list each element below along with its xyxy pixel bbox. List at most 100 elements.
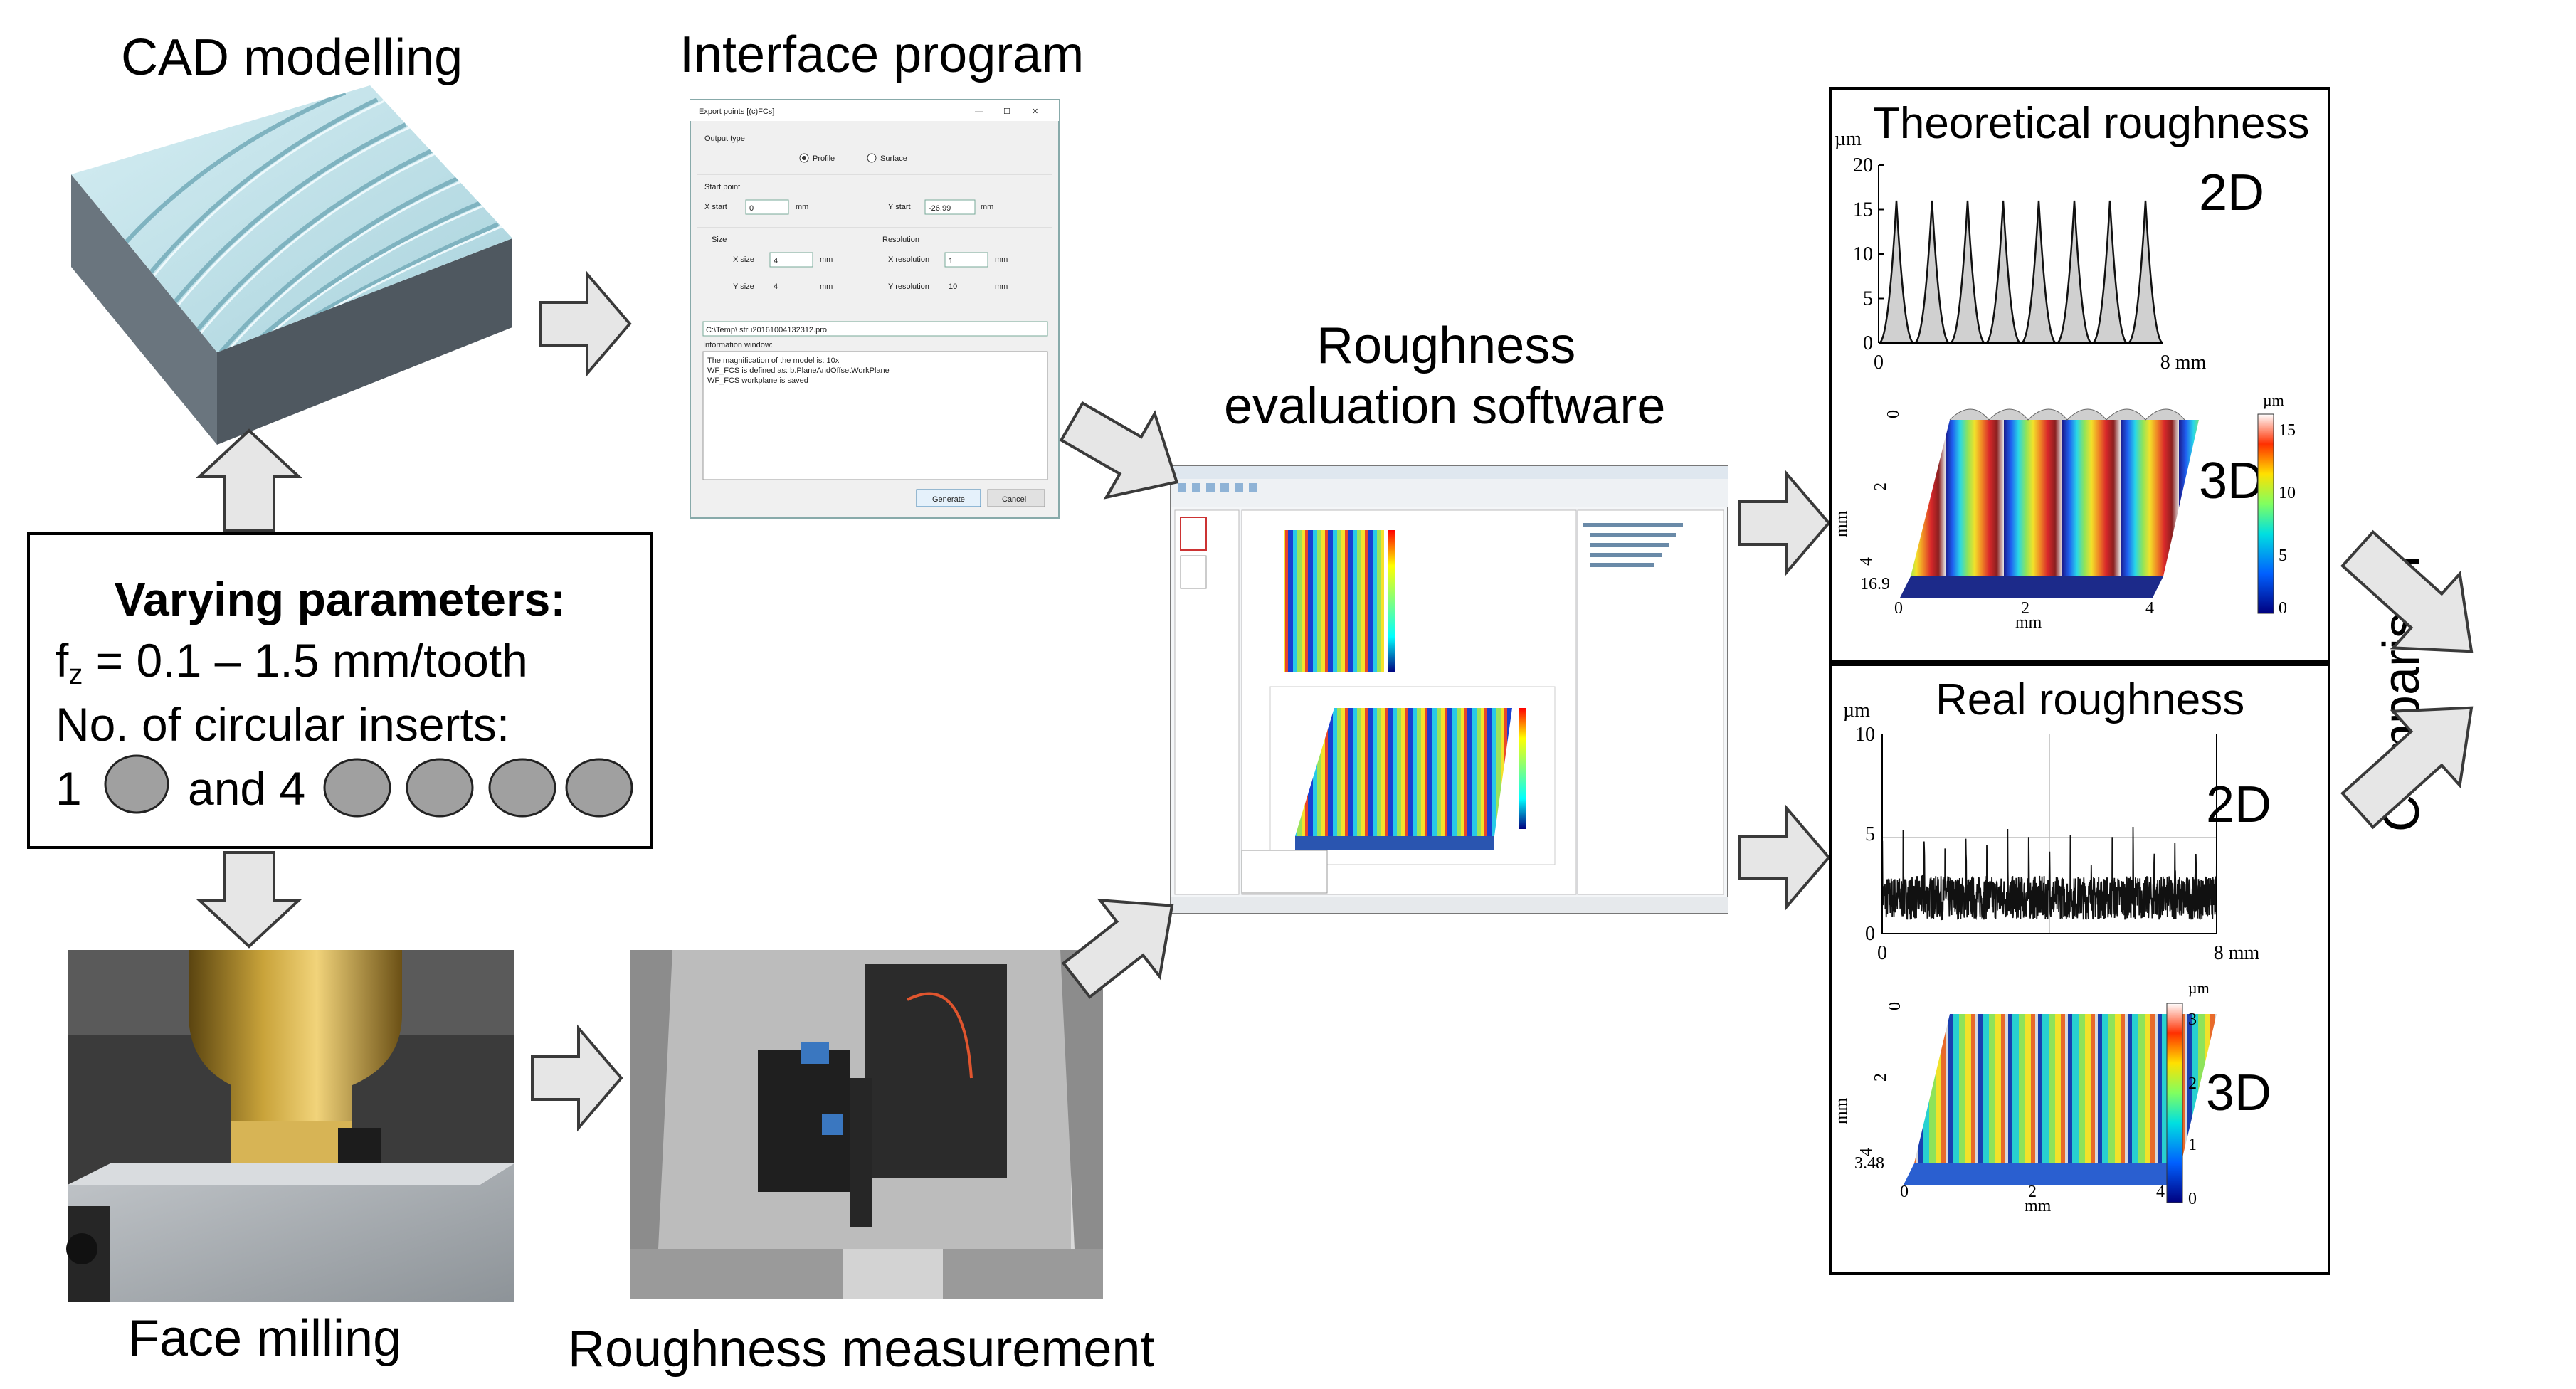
output-type-label: Output type	[704, 134, 745, 143]
svg-text:—: —	[975, 107, 983, 116]
svg-text:4: 4	[774, 257, 778, 265]
svg-text:µm: µm	[2188, 979, 2210, 997]
theoretical-y-unit: µm	[1835, 128, 1862, 150]
svg-text:0: 0	[1894, 599, 1903, 618]
roughness-measurement-label: Roughness measurement	[568, 1321, 1155, 1378]
svg-text:WF_FCS is defined as: b.PlaneA: WF_FCS is defined as: b.PlaneAndOffsetWo…	[707, 366, 890, 375]
real-surf-height: 3.48	[1854, 1154, 1884, 1173]
real-3d-label: 3D	[2206, 1065, 2272, 1121]
svg-text:mm: mm	[820, 255, 833, 264]
theo-surf-mm-y: mm	[1832, 510, 1851, 537]
theo-y-tick: 20	[1853, 154, 1873, 176]
svg-text:15: 15	[2279, 421, 2296, 440]
arrow-milling-to-measurement	[531, 1024, 623, 1132]
roughness-software-screenshot	[1170, 465, 1728, 914]
profile-option: Profile	[813, 154, 835, 163]
svg-text:1: 1	[949, 257, 953, 265]
insert-count-one: 1	[56, 762, 82, 815]
theo-y-tick: 0	[1863, 332, 1873, 354]
svg-text:X start: X start	[704, 203, 727, 211]
svg-text:Y start: Y start	[888, 203, 911, 211]
dialog-close-icon: ✕	[1032, 107, 1038, 116]
theo-surf-height: 16.9	[1860, 575, 1890, 593]
svg-text:µm: µm	[2263, 391, 2284, 409]
real-y-unit: µm	[1843, 699, 1870, 722]
roughness-measurement-photo	[630, 950, 1103, 1299]
svg-text:0: 0	[2188, 1190, 2197, 1208]
svg-text:0: 0	[1884, 410, 1903, 418]
svg-text:Resolution: Resolution	[882, 236, 919, 244]
svg-text:4: 4	[1857, 1148, 1876, 1156]
svg-text:Size: Size	[712, 236, 727, 244]
svg-text:4: 4	[2145, 599, 2154, 618]
arrow-measurement-to-software	[1061, 898, 1174, 999]
svg-text:WF_FCS workplane is saved: WF_FCS workplane is saved	[707, 376, 808, 385]
svg-text:4: 4	[1857, 557, 1876, 566]
inserts-label: No. of circular inserts:	[56, 698, 510, 751]
svg-text:mm: mm	[995, 282, 1008, 291]
svg-text:mm: mm	[995, 255, 1008, 264]
software-label-line1: Roughness	[1316, 317, 1576, 374]
cancel-button: Cancel	[1002, 495, 1026, 504]
generate-button: Generate	[932, 495, 965, 504]
cad-model-image	[71, 85, 512, 445]
insert-icons	[104, 754, 633, 818]
varying-parameters-box: Varying parameters: fz = 0.1 – 1.5 mm/to…	[27, 532, 653, 849]
arrow-interface-to-software	[1059, 401, 1179, 500]
svg-text:10: 10	[2279, 484, 2296, 502]
real-y-tick: 10	[1855, 724, 1875, 746]
svg-text:☐: ☐	[1003, 107, 1010, 116]
svg-text:X resolution: X resolution	[888, 255, 929, 264]
theoretical-2d-label: 2D	[2199, 164, 2265, 221]
svg-text:10: 10	[949, 282, 957, 291]
svg-text:mm: mm	[796, 203, 808, 211]
theoretical-3d-label: 3D	[2199, 453, 2265, 509]
svg-text:mm: mm	[820, 282, 833, 291]
arrow-cad-to-interface	[539, 270, 632, 378]
arrow-params-to-milling	[195, 851, 303, 949]
real-x-tick: 0	[1877, 942, 1887, 964]
cad-modelling-label: CAD modelling	[121, 29, 463, 86]
svg-text:4: 4	[2156, 1183, 2165, 1201]
svg-text:0: 0	[1900, 1183, 1909, 1201]
theo-x-tick: 0	[1874, 352, 1884, 374]
svg-text:C:\Temp\ stru20161004132312.pr: C:\Temp\ stru20161004132312.pro	[706, 326, 827, 334]
svg-text:1: 1	[2188, 1136, 2197, 1154]
insert-icon-2	[406, 758, 474, 818]
svg-text:-26.99: -26.99	[929, 204, 951, 213]
arrow-theoretical-to-comparison	[2340, 529, 2474, 653]
face-milling-photo	[66, 950, 514, 1302]
arrow-software-to-real	[1738, 803, 1831, 912]
insert-icon-4	[565, 758, 633, 818]
arrow-params-to-cad	[195, 428, 303, 532]
svg-text:The magnification of the model: The magnification of the model is: 10x	[707, 357, 840, 365]
svg-text:Information window:: Information window:	[703, 341, 773, 349]
theoretical-3d-surface: mm 0 2 4 16.9 0 2 4 mm µm 15 10 5 0	[1832, 391, 2296, 632]
theo-y-tick: 15	[1853, 199, 1873, 221]
export-points-dialog: Export points [(c)FCs] — ☐ ✕ Output type…	[690, 99, 1060, 519]
insert-icon-3	[488, 758, 556, 818]
svg-text:mm: mm	[2015, 613, 2042, 632]
varying-parameters-title: Varying parameters:	[114, 573, 566, 625]
surface-option: Surface	[880, 154, 907, 163]
svg-text:2: 2	[2028, 1183, 2037, 1201]
theo-y-tick: 10	[1853, 243, 1873, 265]
arrow-real-to-comparison	[2340, 706, 2474, 830]
insert-icon-1	[323, 758, 391, 818]
svg-text:2: 2	[1872, 482, 1890, 491]
feed-per-tooth: fz = 0.1 – 1.5 mm/tooth	[56, 634, 528, 690]
arrow-software-to-theoretical	[1738, 469, 1831, 577]
svg-text:5: 5	[2279, 546, 2287, 565]
svg-text:X size: X size	[733, 255, 754, 264]
face-milling-label: Face milling	[128, 1310, 402, 1367]
theoretical-title: Theoretical roughness	[1873, 99, 2310, 148]
software-label-line2: evaluation software	[1224, 378, 1666, 435]
real-y-tick: 5	[1865, 823, 1875, 845]
svg-text:Y resolution: Y resolution	[888, 282, 929, 291]
real-y-tick: 0	[1865, 923, 1875, 945]
start-point-label: Start point	[704, 183, 740, 191]
svg-text:0: 0	[2279, 599, 2287, 618]
svg-text:3: 3	[2188, 1010, 2197, 1029]
